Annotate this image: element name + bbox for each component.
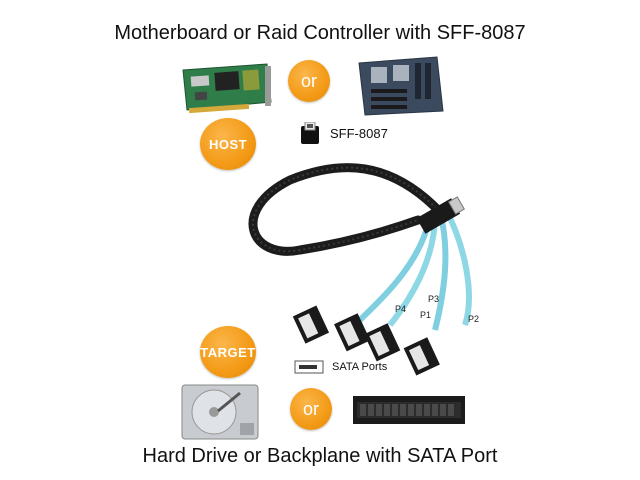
target-badge-text: TARGET (200, 344, 256, 360)
port-label-p3: P3 (428, 294, 439, 304)
raid-controller-card-image (182, 63, 272, 114)
backplane-image (353, 396, 465, 424)
port-label-p2: P2 (468, 314, 479, 324)
target-badge: TARGET (200, 326, 256, 378)
sata-port-icon (294, 360, 324, 374)
top-title: Motherboard or Raid Controller with SFF-… (114, 22, 526, 44)
sff-8087-connector-icon (301, 122, 319, 144)
sff-8087-label: SFF-8087 (330, 126, 388, 141)
or-badge-top: or (288, 60, 330, 102)
or-badge-bottom: or (290, 388, 332, 430)
motherboard-image (358, 56, 444, 116)
sff-8087-to-sata-cable-image: P1 P2 P3 P4 (248, 163, 479, 376)
host-badge: HOST (200, 118, 256, 170)
host-badge-text: HOST (208, 136, 248, 152)
or-badge-top-text: or (300, 70, 317, 91)
sata-ports-label: SATA Ports (332, 361, 388, 373)
hard-drive-image (181, 384, 259, 440)
port-label-p4: P4 (395, 304, 406, 314)
bottom-title: Hard Drive or Backplane with SATA Port (142, 445, 498, 467)
port-label-p1: P1 (420, 310, 431, 320)
or-badge-bottom-text: or (302, 398, 319, 419)
